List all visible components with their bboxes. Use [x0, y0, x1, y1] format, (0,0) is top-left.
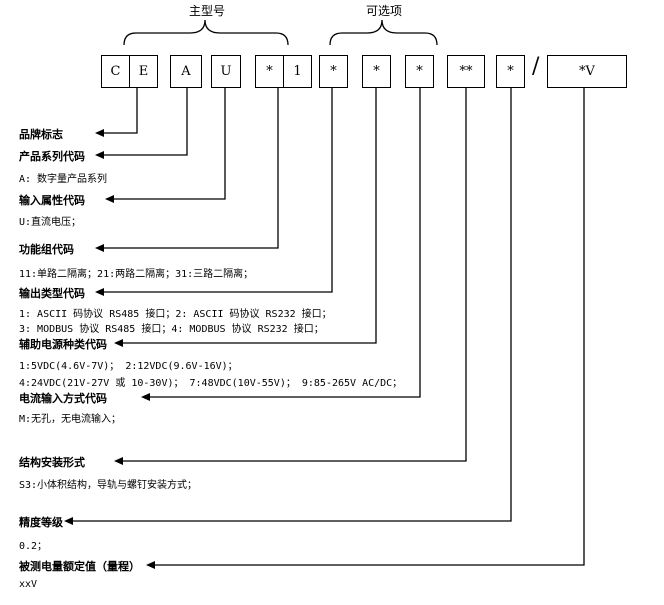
field-input-label: 输入属性代码: [19, 194, 85, 207]
code-box-e: E: [129, 55, 158, 88]
code-box-a: A: [170, 55, 202, 88]
code-box-structure: **: [447, 55, 485, 88]
field-structure-desc: S3:小体积结构，导轨与螺钉安装方式；: [19, 480, 198, 491]
code-box-current-input: *: [405, 55, 434, 88]
field-output-desc-2: 3: MODBUS 协议 RS485 接口；4: MODBUS 协议 RS232…: [19, 324, 324, 335]
field-series-label: 产品系列代码: [19, 150, 85, 163]
field-accuracy-desc: 0.2；: [19, 541, 48, 552]
field-current-desc: M:无孔，无电流输入；: [19, 414, 122, 425]
code-box-accuracy: *: [496, 55, 525, 88]
field-brand-label: 品牌标志: [19, 128, 63, 141]
field-range-label: 被测电量额定值（量程）: [19, 560, 140, 573]
code-box-function-1: *: [255, 55, 284, 88]
field-power-label: 辅助电源种类代码: [19, 338, 107, 351]
code-box-c: C: [101, 55, 130, 88]
code-box-function-2: 1: [283, 55, 312, 88]
separator-slash: /: [532, 54, 540, 79]
field-output-desc-1: 1: ASCII 码协议 RS485 接口；2: ASCII 码协议 RS232…: [19, 309, 332, 320]
code-box-u: U: [211, 55, 241, 88]
code-box-range: *V: [547, 55, 627, 88]
code-box-output: *: [319, 55, 348, 88]
field-structure-label: 结构安装形式: [19, 456, 85, 469]
field-range-desc: xxV: [19, 579, 38, 590]
options-header: 可选项: [366, 4, 403, 18]
main-model-bracket: [123, 19, 289, 46]
field-current-label: 电流输入方式代码: [19, 392, 107, 405]
main-model-header: 主型号: [189, 4, 226, 18]
field-output-label: 输出类型代码: [19, 287, 85, 300]
field-function-desc: 11:单路二隔离；21:两路二隔离；31:三路二隔离；: [19, 269, 254, 280]
field-function-label: 功能组代码: [19, 243, 74, 256]
options-bracket: [329, 19, 438, 46]
code-box-power: *: [362, 55, 391, 88]
field-input-desc: U:直流电压；: [19, 217, 82, 228]
field-series-desc: A: 数字量产品系列: [19, 174, 108, 185]
field-power-desc-2: 4:24VDC(21V-27V 或 10-30V)； 7:48VDC(10V-5…: [19, 378, 403, 389]
field-accuracy-label: 精度等级: [19, 516, 63, 529]
field-power-desc-1: 1:5VDC(4.6V-7V)； 2:12VDC(9.6V-16V)；: [19, 361, 238, 372]
